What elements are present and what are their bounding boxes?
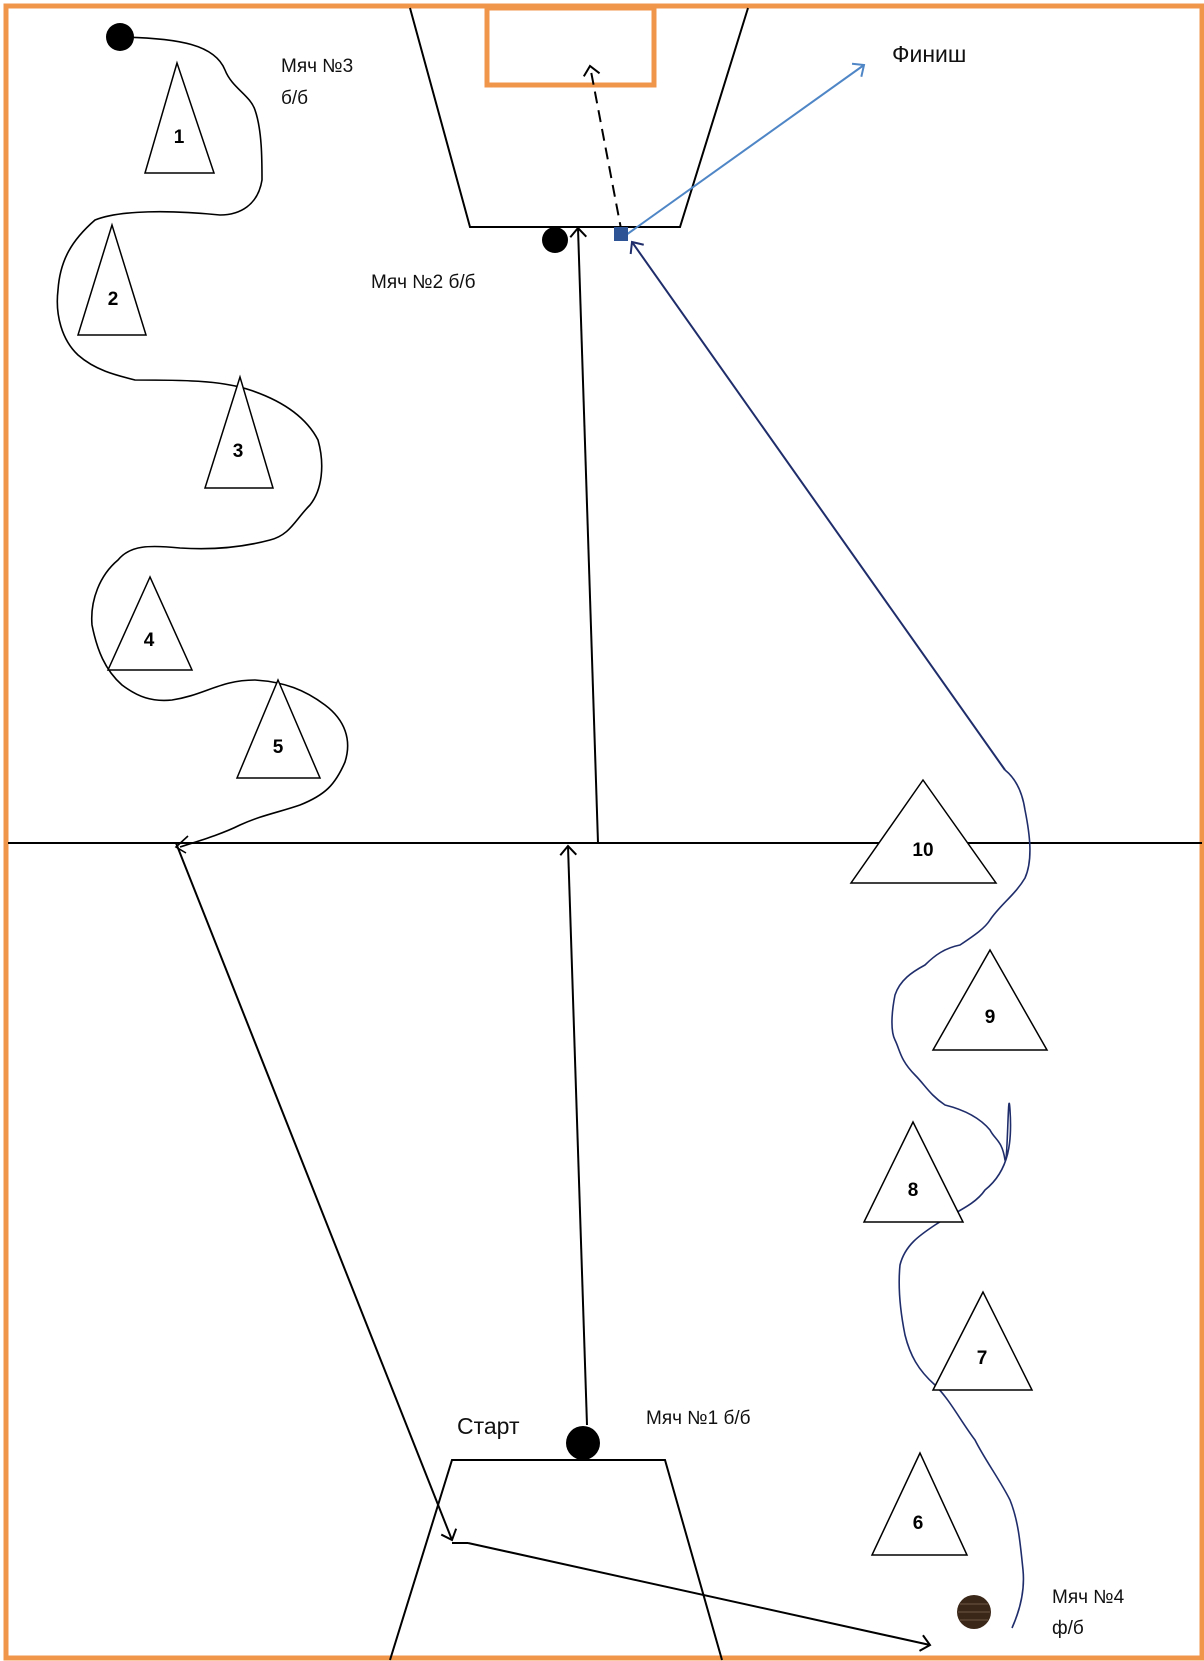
ball3 [106,23,134,51]
start-label: Старт [457,1413,520,1439]
marker-square [614,227,628,241]
arrow-ball1-to-center [559,844,588,1426]
cone-3 [203,374,275,489]
cone-8 [862,1120,965,1223]
cone-10-number: 10 [912,840,933,861]
cone-10 [849,778,998,884]
bottom-penalty-area [389,1459,723,1661]
ball2 [542,227,568,253]
dribble-path-right [891,769,1031,1629]
field-border [3,3,1204,1661]
ball2-label: Мяч №2 б/б [371,272,476,293]
arrow-center-to-ball2 [569,226,599,844]
ball3-label-line2: б/б [281,88,308,109]
arrow-shot-to-goal [582,64,623,235]
cone-4 [106,575,194,671]
cone-7-number: 7 [977,1348,988,1369]
cone-1-number: 1 [174,127,185,148]
ball4-texture [958,1603,990,1621]
cone-5 [235,678,322,779]
ball4-label-line2: ф/б [1052,1618,1084,1639]
dribble-path-left [56,36,349,848]
ball1 [566,1426,600,1460]
cone-3-number: 3 [233,441,244,462]
ball4-label-line1: Мяч №4 [1052,1587,1125,1608]
ball3-label-line1: Мяч №3 [281,56,353,77]
arrow-to-ball4 [467,1542,932,1652]
top-goal-box [484,5,657,88]
cone-2 [76,222,148,336]
cone-6-number: 6 [913,1513,924,1534]
cone-9 [931,948,1049,1051]
cone-2-number: 2 [108,289,119,310]
dribble-path-left-arrowhead [174,835,189,854]
top-penalty-area [409,7,749,228]
arrow-diagonal-to-penalty [175,842,458,1542]
cone-9-number: 9 [985,1007,996,1028]
cone-5-number: 5 [273,737,284,758]
arrow-to-finish [625,62,866,236]
finish-label: Финиш [892,41,966,67]
cone-7 [931,1290,1034,1391]
arrow-run-to-marker [629,240,1006,771]
cone-8-number: 8 [908,1180,919,1201]
cone-4-number: 4 [144,630,155,651]
ball1-label: Мяч №1 б/б [646,1408,751,1429]
cone-1 [144,60,216,174]
cone-6 [870,1451,969,1556]
